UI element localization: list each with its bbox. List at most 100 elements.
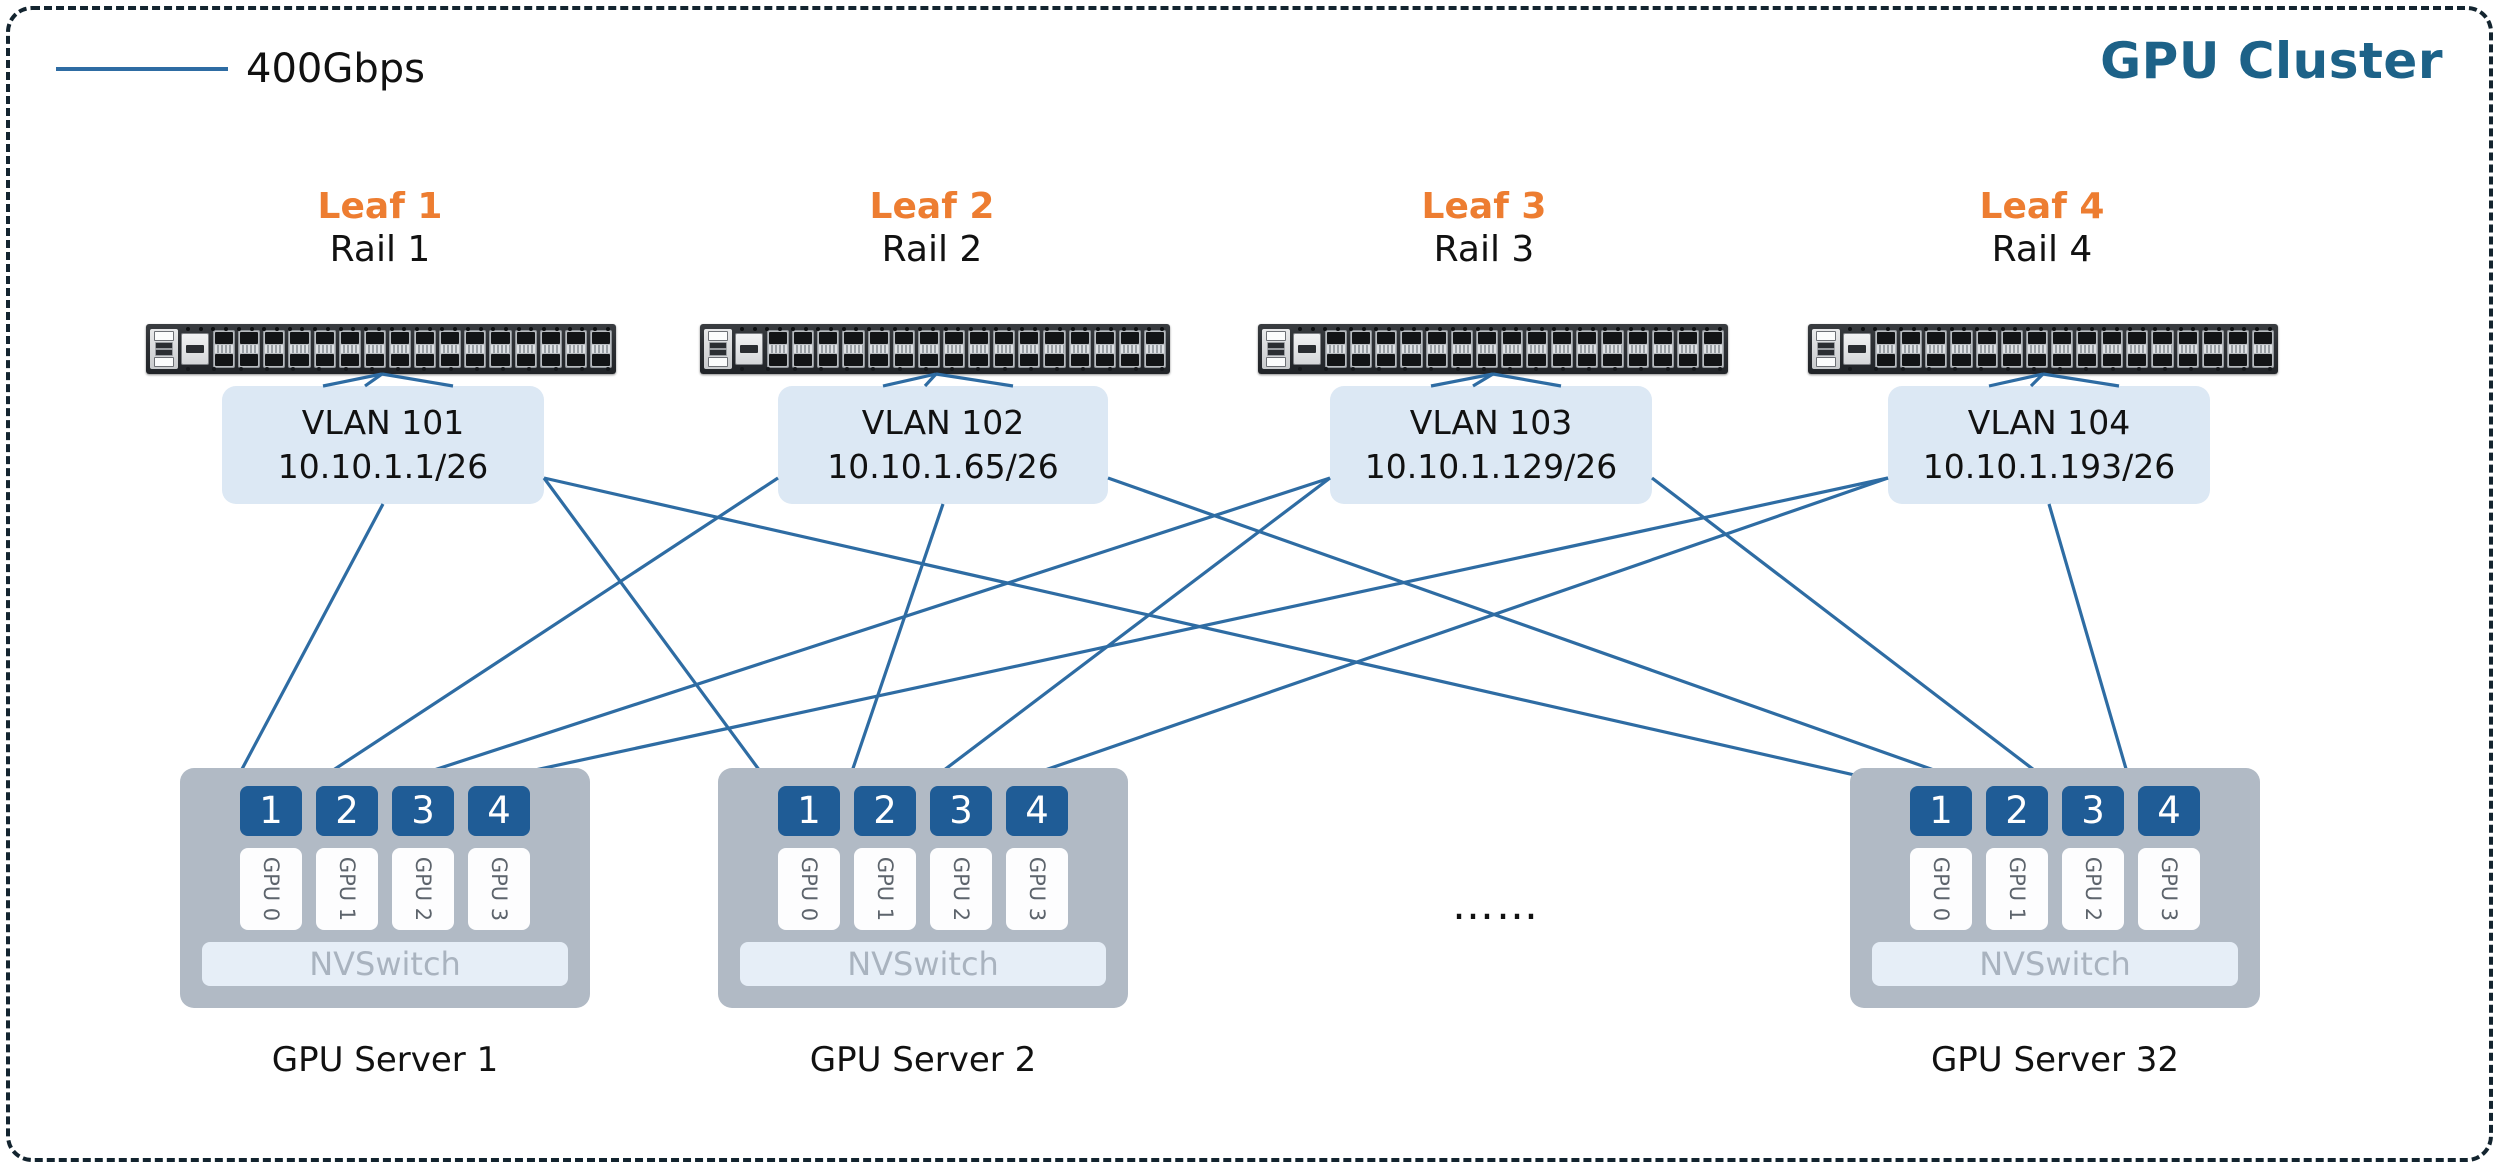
- switch-led-row: [1298, 367, 1722, 371]
- switch-port-cages: [1325, 329, 1724, 369]
- qsfp-port-cage: [1450, 330, 1473, 368]
- nic-port-4[interactable]: 4: [2138, 786, 2200, 836]
- qsfp-port-cage: [2126, 330, 2149, 368]
- gpu-module-3[interactable]: GPU 3: [2138, 848, 2200, 930]
- qsfp-port-cage: [1118, 330, 1141, 368]
- qsfp-port-cage: [1400, 330, 1423, 368]
- qsfp-port-cage: [263, 330, 286, 368]
- link-400gbps-leaf1-server3: [543, 476, 1904, 788]
- legend: 400Gbps: [56, 46, 425, 92]
- qsfp-port-cage: [1576, 330, 1599, 368]
- qsfp-port-cage: [2101, 330, 2124, 368]
- qsfp-port-cage: [2251, 330, 2274, 368]
- gpu-module-2[interactable]: GPU 2: [930, 848, 992, 930]
- gpu-server-label-32: GPU Server 32: [1930, 1040, 2180, 1080]
- legend-line-sample: [56, 67, 228, 71]
- qsfp-port-cage: [1043, 330, 1066, 368]
- switch-led-row: [186, 327, 610, 331]
- nic-port-3[interactable]: 3: [2062, 786, 2124, 836]
- qsfp-port-cage: [1651, 330, 1674, 368]
- switch-to-vlan-stub: [1988, 372, 2044, 388]
- vlan-box-103[interactable]: VLAN 103 10.10.1.129/26: [1330, 386, 1652, 504]
- link-400gbps-leaf2-server1: [308, 476, 779, 788]
- nvswitch-bar[interactable]: NVSwitch: [202, 942, 568, 986]
- vlan-subnet-103: 10.10.1.129/26: [1364, 447, 1618, 486]
- qsfp-port-cage: [2076, 330, 2099, 368]
- nic-port-4[interactable]: 4: [468, 786, 530, 836]
- link-400gbps-leaf4-server1: [460, 476, 1889, 788]
- gpu-module-1[interactable]: GPU 1: [854, 848, 916, 930]
- vlan-box-104[interactable]: VLAN 104 10.10.1.193/26: [1888, 386, 2210, 504]
- nic-port-1[interactable]: 1: [1910, 786, 1972, 836]
- qsfp-port-cage: [1626, 330, 1649, 368]
- qsfp-port-cage: [1068, 330, 1091, 368]
- nic-port-3[interactable]: 3: [392, 786, 454, 836]
- qsfp-port-cage: [1526, 330, 1549, 368]
- qsfp-port-cage: [2000, 330, 2023, 368]
- qsfp-port-cage: [2176, 330, 2199, 368]
- gpu-label: GPU 2: [411, 856, 435, 922]
- gpu-label: GPU 1: [2005, 856, 2029, 922]
- gpu-module-0[interactable]: GPU 0: [240, 848, 302, 930]
- vlan-id-102: VLAN 102: [861, 403, 1025, 443]
- rail-label-2: Rail 2: [881, 229, 983, 271]
- qsfp-port-cage: [213, 330, 236, 368]
- vlan-subnet-104: 10.10.1.193/26: [1922, 447, 2176, 486]
- switch-port-cages: [213, 329, 612, 369]
- gpu-module-2[interactable]: GPU 2: [2062, 848, 2124, 930]
- qsfp-port-cage: [363, 330, 386, 368]
- rail-label-1: Rail 1: [329, 229, 431, 271]
- switch-console-module: [181, 333, 209, 365]
- switch-management-ports: [704, 329, 732, 369]
- nic-port-4[interactable]: 4: [1006, 786, 1068, 836]
- vlan-box-102[interactable]: VLAN 102 10.10.1.65/26: [778, 386, 1108, 504]
- vlan-box-101[interactable]: VLAN 101 10.10.1.1/26: [222, 386, 544, 504]
- switch-led-row: [1848, 327, 2272, 331]
- servers-ellipsis: ……: [1452, 880, 1540, 929]
- nic-port-2[interactable]: 2: [854, 786, 916, 836]
- leaf-switch-3[interactable]: [1258, 324, 1728, 374]
- switch-to-vlan-stub: [2029, 372, 2045, 388]
- qsfp-port-cage: [1500, 330, 1523, 368]
- nic-port-1[interactable]: 1: [240, 786, 302, 836]
- switch-to-vlan-stub: [935, 372, 1014, 388]
- gpu-module-1[interactable]: GPU 1: [316, 848, 378, 930]
- gpu-label: GPU 2: [949, 856, 973, 922]
- nic-port-1[interactable]: 1: [778, 786, 840, 836]
- gpu-label: GPU 1: [335, 856, 359, 922]
- nvswitch-bar[interactable]: NVSwitch: [740, 942, 1106, 986]
- leaf-switch-4[interactable]: [1808, 324, 2278, 374]
- qsfp-port-cage: [1375, 330, 1398, 368]
- leaf-switch-2[interactable]: [700, 324, 1170, 374]
- qsfp-port-cage: [1143, 330, 1166, 368]
- nic-port-2[interactable]: 2: [316, 786, 378, 836]
- leaf-switch-1[interactable]: [146, 324, 616, 374]
- link-400gbps-leaf4-server2: [998, 476, 1889, 788]
- switch-to-vlan-stub: [882, 372, 937, 388]
- nic-port-2[interactable]: 2: [1986, 786, 2048, 836]
- qsfp-port-cage: [892, 330, 915, 368]
- switch-to-vlan-stub: [1472, 372, 1494, 388]
- switch-console-module: [735, 333, 763, 365]
- nic-port-3[interactable]: 3: [930, 786, 992, 836]
- gpu-server-label-2: GPU Server 2: [809, 1040, 1037, 1080]
- switch-console-module: [1843, 333, 1871, 365]
- nvswitch-bar[interactable]: NVSwitch: [1872, 942, 2238, 986]
- gpu-server-label-1: GPU Server 1: [271, 1040, 499, 1080]
- gpu-module-1[interactable]: GPU 1: [1986, 848, 2048, 930]
- switch-console-module: [1293, 333, 1321, 365]
- gpu-module-3[interactable]: GPU 3: [1006, 848, 1068, 930]
- gpu-module-3[interactable]: GPU 3: [468, 848, 530, 930]
- gpu-module-2[interactable]: GPU 2: [392, 848, 454, 930]
- link-400gbps-leaf3-server3: [1651, 476, 2056, 788]
- gpu-module-0[interactable]: GPU 0: [1910, 848, 1972, 930]
- gpu-row: GPU 0 GPU 1 GPU 2 GPU 3: [202, 848, 568, 930]
- gpu-module-0[interactable]: GPU 0: [778, 848, 840, 930]
- qsfp-port-cage: [414, 330, 437, 368]
- qsfp-port-cage: [1975, 330, 1998, 368]
- qsfp-port-cage: [1875, 330, 1898, 368]
- qsfp-port-cage: [1093, 330, 1116, 368]
